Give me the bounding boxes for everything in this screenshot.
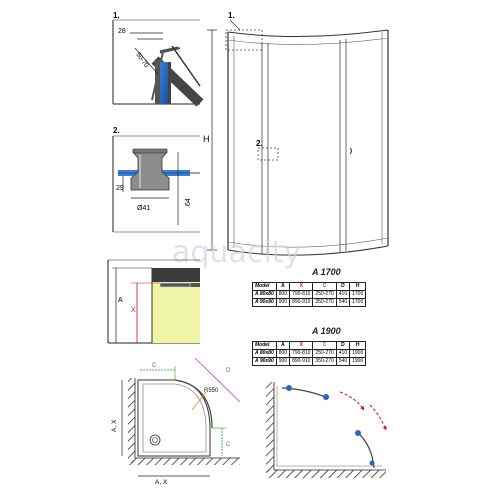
section-view: A X (107, 259, 200, 344)
cell: A 80x80 (252, 290, 277, 299)
plan-view: C C D R550 A, X A, X (111, 357, 241, 486)
cell: 1700 (349, 290, 367, 299)
col-c: C (312, 282, 337, 291)
cell: 1900 (349, 357, 367, 366)
plan-label-ax-horizontal: A, X (155, 479, 168, 486)
col-c: C (312, 341, 337, 350)
main-elevation-view: 1. H 2. (203, 11, 389, 256)
col-a: A (275, 341, 291, 350)
detail-2-dim-h: 29 (116, 185, 124, 192)
cell: 900 (275, 298, 291, 307)
table-2: Model A X C D H A 80x80 800 790-810 250-… (252, 341, 367, 366)
col-d: D (335, 341, 351, 350)
cell: 800 (275, 290, 291, 299)
cell: 800 (275, 349, 291, 358)
col-h: H (349, 282, 367, 291)
plan-label-r: R550 (204, 388, 219, 394)
col-model: Model (252, 341, 277, 350)
height-label: H (203, 134, 210, 144)
section-label-a: A (118, 297, 123, 304)
detail-2-panel: 2. 29 Ø41 64 (112, 126, 200, 233)
table-row: A 80x80 800 790-810 250-270 410 1700 (252, 290, 367, 299)
cell: 890-910 (289, 298, 314, 307)
col-h: H (349, 341, 367, 350)
table-2-header: Model A X C D H (252, 341, 367, 350)
detail-1-panel: 1. 28 50-70 (112, 11, 204, 107)
cell: 790-810 (289, 290, 314, 299)
cell: 890-910 (289, 357, 314, 366)
door-swing-view (266, 382, 387, 478)
cell: 540 (335, 298, 351, 307)
col-d: D (335, 282, 351, 291)
detail-2-number: 2. (113, 126, 120, 135)
detail-1-number: 1. (113, 11, 120, 20)
plan-label-d: D (226, 368, 231, 374)
plan-label-c-side: C (226, 442, 231, 448)
main-callout-2: 2. (256, 139, 263, 148)
cell: 540 (335, 357, 351, 366)
cell: 350-270 (312, 298, 337, 307)
table-row: A 90x90 900 890-910 350-270 540 1700 (252, 298, 367, 307)
table-row: A 80x80 800 790-810 250-270 410 1900 (252, 349, 367, 358)
col-x: X (289, 282, 314, 291)
cell: 250-270 (312, 290, 337, 299)
watermark: aquacity (172, 235, 301, 270)
table-row: A 90x90 900 890-910 350-270 540 1900 (252, 357, 367, 366)
table-1: Model A X C D H A 80x80 800 790-810 250-… (252, 282, 367, 307)
detail-2-dim-v: 64 (185, 198, 192, 206)
cell: 900 (275, 357, 291, 366)
cell: A 80x80 (252, 349, 277, 358)
table-1-title: A 1700 (312, 267, 341, 277)
detail-1-dim-b: 50-70 (134, 51, 149, 69)
cell: 1700 (349, 298, 367, 307)
cell: 250-270 (312, 349, 337, 358)
cell: 790-810 (289, 349, 314, 358)
table-1-header: Model A X C D H (252, 282, 367, 291)
table-2-title: A 1900 (312, 326, 341, 336)
plan-label-c-top: C (152, 363, 157, 369)
cell: A 90x90 (252, 357, 277, 366)
cell: A 90x90 (252, 298, 277, 307)
main-callout-1: 1. (228, 11, 235, 20)
col-x: X (289, 341, 314, 350)
cell: 410 (335, 290, 351, 299)
detail-1-dim-a: 28 (118, 28, 126, 35)
cell: 410 (335, 349, 351, 358)
plan-label-ax-vertical: A, X (111, 419, 118, 432)
col-a: A (275, 282, 291, 291)
detail-2-dim-d: Ø41 (137, 205, 150, 212)
section-label-x: X (131, 307, 136, 314)
cell: 1900 (349, 349, 367, 358)
col-model: Model (252, 282, 277, 291)
cell: 350-270 (312, 357, 337, 366)
